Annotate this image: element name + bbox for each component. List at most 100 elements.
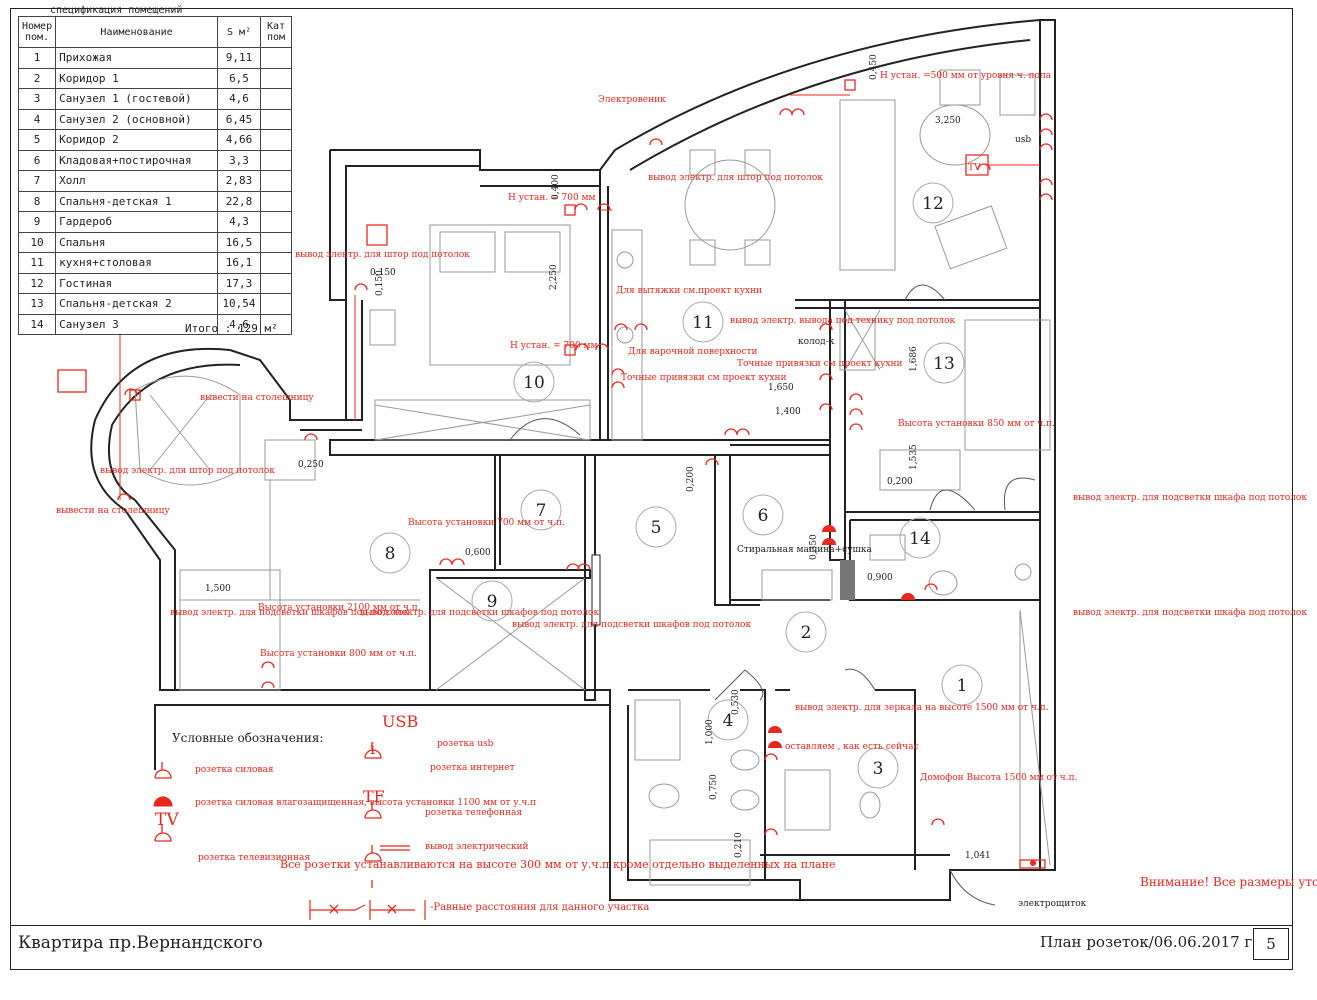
spec-cell-name: Коридор 2 bbox=[55, 129, 218, 151]
ann-dim-1000: 1,000 bbox=[705, 719, 715, 745]
ann-h500: Н устан. =500 мм от уровня ч. пола bbox=[880, 71, 1052, 81]
ann-dim-0150-a: 0,150 bbox=[370, 268, 396, 278]
ann-dim-0350: 0,350 bbox=[809, 534, 819, 560]
ann-dim-1500: 1,500 bbox=[205, 584, 231, 594]
ann-dim-0200-b: 0,200 bbox=[686, 466, 696, 492]
spec-cell-name: Санузел 2 (основной) bbox=[55, 108, 218, 130]
legend-usb-label: USB bbox=[382, 712, 418, 731]
ann-shtor-bedroom: вывод электр. для штор под потолок bbox=[295, 250, 470, 260]
spec-cell-cat bbox=[260, 211, 292, 233]
room-4: 4 bbox=[723, 711, 734, 731]
ann-elektroshchitok: электрощиток bbox=[1018, 899, 1087, 909]
spec-cell-name: Санузел 3 bbox=[55, 313, 218, 335]
ann-stiralnaya: Стиральная машина+сушка bbox=[737, 545, 872, 555]
ann-vyvesti-stol-2: вывести на столешницу bbox=[56, 506, 170, 516]
page-number: 5 bbox=[1253, 928, 1289, 960]
spec-header-name: Наименование bbox=[55, 16, 218, 48]
ann-varochn: Для варочной поверхности bbox=[628, 347, 758, 357]
door-jamb bbox=[591, 554, 601, 626]
spec-cell-num: 1 bbox=[17, 47, 57, 69]
legend-equal: -Равные расстояния для данного участка bbox=[430, 902, 649, 913]
ann-dim-1535: 1,535 bbox=[909, 444, 919, 470]
ann-tochnye-1: Точные привязки см проект кухни bbox=[621, 373, 786, 383]
ann-tochnye-2: Точные привязки см проект кухни bbox=[737, 359, 902, 369]
footer-title: Квартира пр.Вернандского bbox=[18, 933, 263, 953]
room-13: 13 bbox=[933, 354, 955, 374]
spec-cell-area: 16,1 bbox=[217, 252, 261, 274]
ann-shtor-kitchen: вывод электр. для штор под потолок bbox=[648, 173, 823, 183]
drawing-frame bbox=[10, 8, 1293, 970]
ann-vysota-700: Высота установки 700 мм от ч.п. bbox=[408, 518, 565, 528]
ann-vysota-850: Высота установки 850 мм от ч.п. bbox=[898, 419, 1055, 429]
spec-cell-num: 7 bbox=[17, 170, 57, 192]
ann-dim-1400: 1,400 bbox=[775, 407, 801, 417]
ann-h700-b: Н устан. = 700 мм bbox=[510, 341, 598, 351]
room-5: 5 bbox=[651, 518, 662, 538]
spec-header-num: Номер пом. bbox=[17, 16, 57, 48]
spec-header-cat: Кат пом bbox=[260, 16, 292, 48]
spec-cell-name: Гостиная bbox=[55, 272, 218, 294]
ann-usb: usb bbox=[1015, 135, 1031, 145]
spec-cell-name: Спальня bbox=[55, 231, 218, 253]
legend-tf-label: TF bbox=[363, 787, 385, 806]
spec-header-area: S м² bbox=[217, 16, 261, 48]
legend-tv-label: TV bbox=[155, 810, 179, 830]
spec-cell-area: 6,5 bbox=[217, 67, 261, 89]
ann-dim-0250: 0,250 bbox=[298, 460, 324, 470]
shaft-block bbox=[840, 560, 855, 600]
spec-cell-area: 16,5 bbox=[217, 231, 261, 253]
sockets bbox=[57, 79, 1053, 920]
room-12: 12 bbox=[922, 194, 944, 214]
room-6: 6 bbox=[758, 506, 769, 526]
ann-shtor-round: вывод электр. для штор под потолок bbox=[100, 466, 275, 476]
room-7: 7 bbox=[536, 501, 547, 521]
ann-shkaf-1: вывод электр. для подсветки шкафа под по… bbox=[1073, 493, 1307, 503]
legend-telefon: розетка телефонная bbox=[425, 808, 522, 818]
legend-telev: розетка телевизионная bbox=[198, 853, 310, 863]
spec-cell-cat bbox=[260, 47, 292, 69]
room-3: 3 bbox=[873, 759, 884, 779]
ann-tekhnika: вывод электр. вывода под технику под пот… bbox=[730, 316, 956, 326]
spec-cell-area: 3,3 bbox=[217, 149, 261, 171]
spec-cell-num: 10 bbox=[17, 231, 57, 253]
legend-internet: розетка интернет bbox=[430, 763, 515, 773]
spec-cell-num: 3 bbox=[17, 88, 57, 110]
ann-domofon: Домофон Высота 1500 мм от ч.п. bbox=[920, 773, 1078, 783]
ann-dim-3250: 3,250 bbox=[935, 116, 961, 126]
spec-cell-num: 8 bbox=[17, 190, 57, 212]
ann-vytyazhka: Для вытяжки см.проект кухни bbox=[616, 286, 762, 296]
ann-shkafov-2: вывод электр. для подсветки шкафов под п… bbox=[360, 608, 599, 618]
ann-vysota-2100: Высота установки 2100 мм от ч.п. bbox=[258, 603, 421, 613]
legend-silovaya: розетка силовая bbox=[195, 765, 274, 775]
spec-cell-cat bbox=[260, 293, 292, 315]
spec-cell-num: 4 bbox=[17, 108, 57, 130]
ann-dim-0200-a: 0,200 bbox=[887, 477, 913, 487]
legend-title: Условные обозначения: bbox=[172, 731, 323, 745]
spec-cell-area: 9,11 bbox=[217, 47, 261, 69]
ann-dim-0530: 0,530 bbox=[731, 689, 741, 715]
ann-dim-1041: 1,041 bbox=[965, 851, 991, 861]
spec-cell-name: Прихожая bbox=[55, 47, 218, 69]
ann-dim-0450: 0,450 bbox=[869, 54, 879, 80]
spec-cell-cat bbox=[260, 231, 292, 253]
footer-divider bbox=[10, 925, 1293, 926]
ann-vysota-800: Высота установки 800 мм от ч.п. bbox=[260, 649, 417, 659]
spec-cell-cat bbox=[260, 190, 292, 212]
spec-cell-area: 17,3 bbox=[217, 272, 261, 294]
legend-usb: розетка usb bbox=[437, 739, 494, 749]
spec-cell-area: 4,3 bbox=[217, 211, 261, 233]
spec-cell-num: 9 bbox=[17, 211, 57, 233]
spec-cell-num: 11 bbox=[17, 252, 57, 274]
spec-cell-name: кухня+столовая bbox=[55, 252, 218, 274]
ann-dim-0400: 0,400 bbox=[551, 174, 561, 200]
